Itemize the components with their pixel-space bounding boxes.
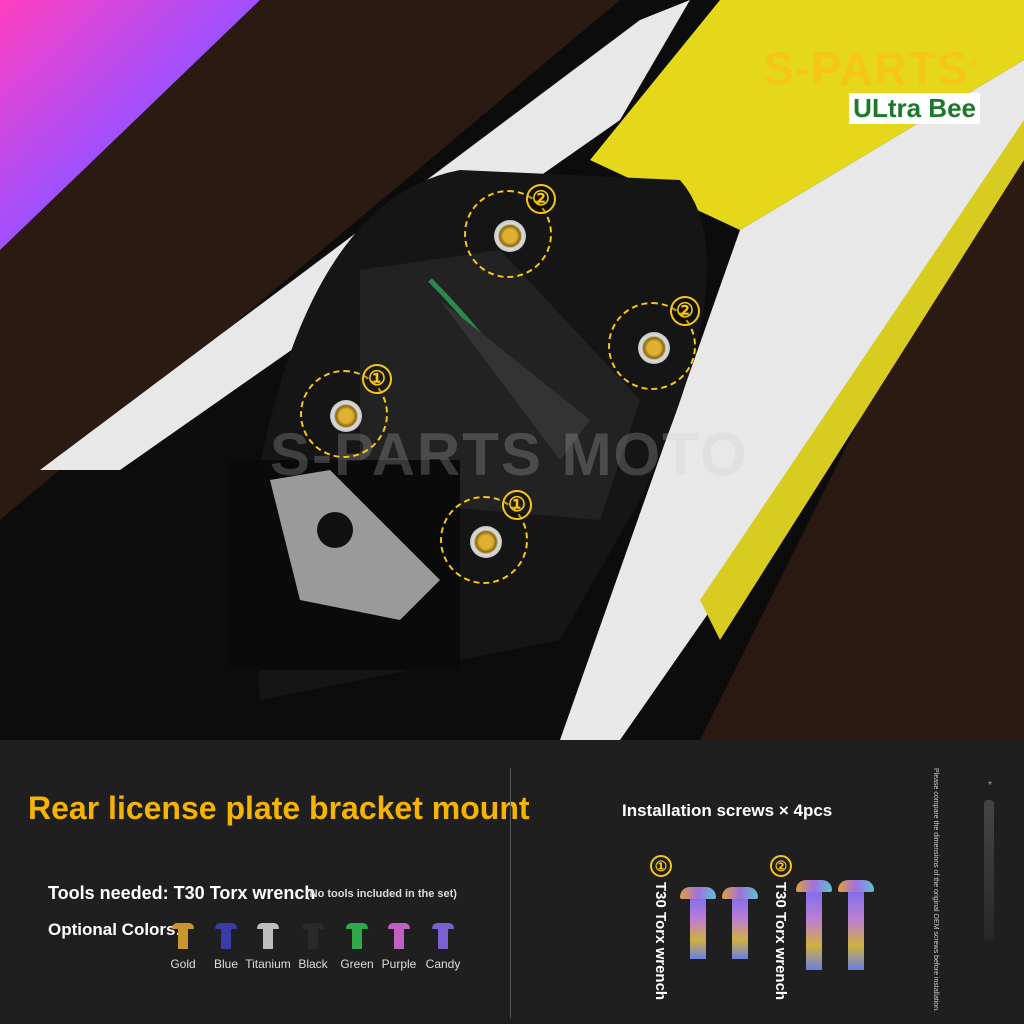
bolt-icon [638, 332, 670, 364]
group1-tool: T30 Torx wrench [652, 882, 669, 1001]
product-photo: S-PARTS® ULtra Bee S-PARTS MOTO ② ② ① ① [0, 0, 1024, 740]
screw-icon [722, 887, 758, 959]
color-label: Purple [381, 957, 417, 971]
bolt-icon [330, 400, 362, 432]
screw-marker-2a: ② [464, 184, 556, 278]
screw-marker-1a: ① [300, 364, 392, 458]
bolt-icon [470, 526, 502, 558]
screw-icon [838, 880, 874, 970]
color-label: Green [340, 957, 374, 971]
installation-title: Installation screws × 4pcs [622, 801, 833, 820]
screw-icon [796, 880, 832, 970]
screw-icon [215, 923, 237, 949]
oem-note: Please compare the dimensions of the ori… [932, 768, 939, 1012]
screw-icon [388, 923, 410, 949]
color-label: Gold [170, 957, 196, 971]
color-option-candy: Candy [413, 923, 473, 971]
group2-tool: T30 Torx wrench [772, 882, 789, 1001]
screw-marker-1b: ① [440, 490, 532, 584]
info-panel: Rear license plate bracket mount Tools n… [0, 740, 1024, 1024]
optional-colors-label: Optional Colors: [48, 920, 182, 939]
oem-screw-image [984, 800, 994, 940]
color-option-titanium: Titanium [238, 923, 298, 971]
divider [510, 768, 511, 1018]
screw-icon [257, 923, 279, 949]
star-mark: * [988, 780, 992, 791]
color-label: Black [298, 957, 328, 971]
tools-needed: Tools needed: T30 Torx wrench [48, 883, 316, 903]
color-label: Blue [213, 957, 239, 971]
color-label: Titanium [245, 957, 291, 971]
color-option-black: Black [283, 923, 343, 971]
tools-note: (No tools included in the set) [306, 888, 457, 900]
screw-icon [172, 923, 194, 949]
brand-logo: S-PARTS® ULtra Bee [763, 42, 980, 125]
group1-number: ① [650, 855, 672, 877]
screw-icon [302, 923, 324, 949]
panel-title: Rear license plate bracket mount [28, 790, 530, 826]
group2-number: ② [770, 855, 792, 877]
color-option-blue: Blue [196, 923, 256, 971]
screw-icon [432, 923, 454, 949]
screw-icon [346, 923, 368, 949]
color-option-green: Green [327, 923, 387, 971]
screw-icon [680, 887, 716, 959]
screw-marker-2b: ② [608, 296, 700, 390]
color-option-gold: Gold [153, 923, 213, 971]
bolt-icon [494, 220, 526, 252]
color-option-purple: Purple [369, 923, 429, 971]
color-label: Candy [425, 957, 461, 971]
